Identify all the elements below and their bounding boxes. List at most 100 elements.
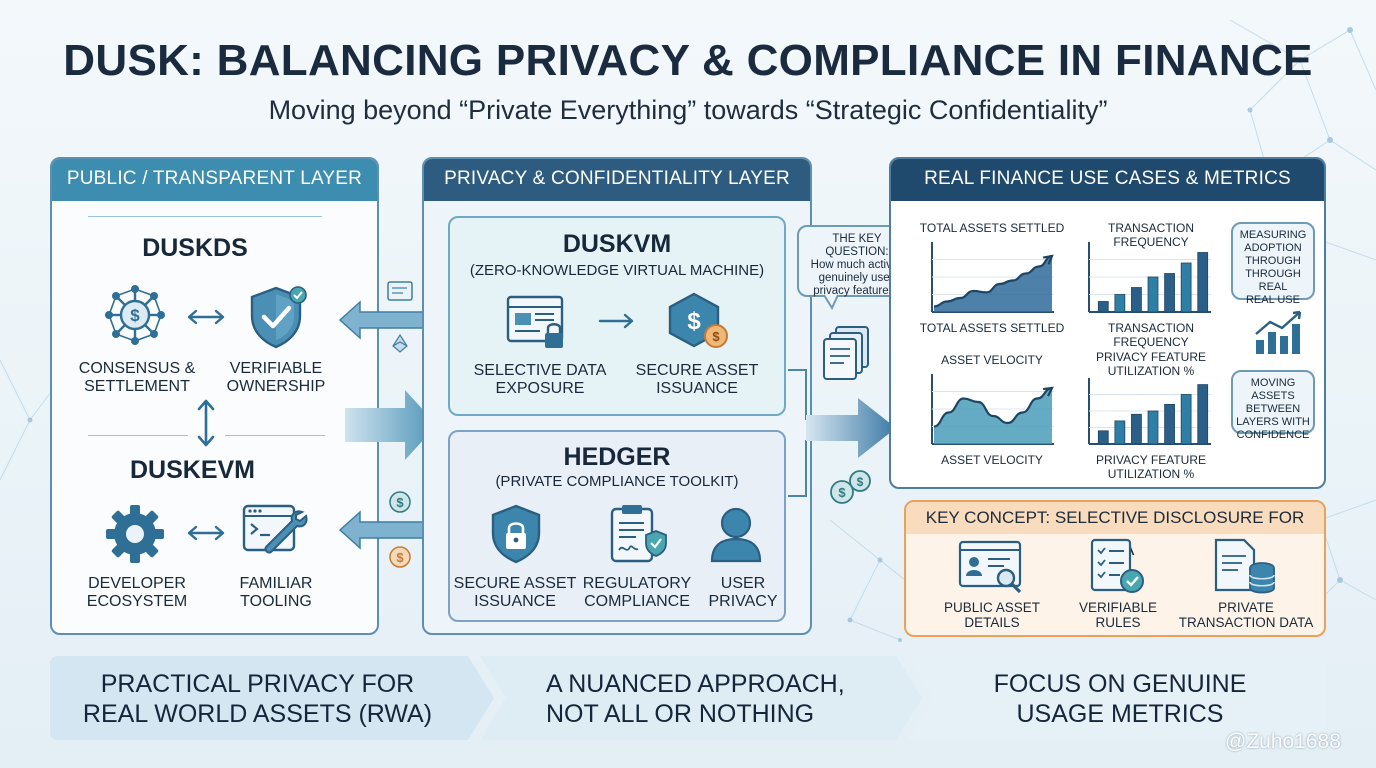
user-icon bbox=[710, 507, 762, 563]
chart-label-line: UTILIZATION % bbox=[1107, 467, 1195, 481]
verifiable-rules-label: VERIFIABLE RULES bbox=[1058, 600, 1178, 630]
label-line: SETTLEMENT bbox=[84, 378, 190, 395]
gear-icon bbox=[106, 505, 164, 563]
privacy-utilization-chart bbox=[1088, 378, 1211, 445]
finance-panel: REAL FINANCE USE CASES & METRICS bbox=[889, 157, 1326, 489]
regulatory-compliance-label: REGULATORY COMPLIANCE bbox=[574, 575, 700, 611]
document-database-icon bbox=[1214, 538, 1275, 594]
label-line: PRIVACY bbox=[708, 593, 778, 610]
svg-text:$: $ bbox=[712, 329, 720, 344]
hedger-subtitle: (PRIVATE COMPLIANCE TOOLKIT) bbox=[495, 473, 739, 490]
divider bbox=[88, 216, 322, 217]
hedger-title: HEDGER bbox=[563, 443, 671, 471]
label-line: PRIVATE bbox=[1218, 600, 1274, 615]
banner-segment-nuanced-approach: A NUANCED APPROACH, NOT ALL OR NOTHING bbox=[500, 669, 900, 729]
asset-velocity-chart bbox=[931, 374, 1054, 445]
svg-text:$: $ bbox=[130, 306, 140, 325]
page-title: DUSK: BALANCING PRIVACY & COMPLIANCE IN … bbox=[63, 36, 1313, 85]
callout-tail bbox=[823, 294, 839, 311]
callout-line: CONFIDENCE bbox=[1236, 429, 1310, 441]
divider bbox=[88, 435, 188, 436]
verifiable-ownership-label: VERIFIABLE OWNERSHIP bbox=[211, 360, 341, 396]
chart-bar bbox=[1097, 301, 1109, 313]
label-line: FAMILIAR bbox=[239, 575, 313, 592]
vertical-bidirectional-arrow-icon bbox=[197, 399, 215, 447]
chart-bar bbox=[1097, 430, 1109, 445]
duskvm-title: DUSKVM bbox=[562, 230, 672, 258]
key-question-heading: THE KEY QUESTION: bbox=[825, 233, 889, 258]
secure-asset-issuance-label: SECURE ASSET ISSUANCE bbox=[622, 362, 772, 398]
chart-bar bbox=[1131, 287, 1142, 313]
label-line: EXPOSURE bbox=[495, 380, 585, 397]
privacy-layer-header: PRIVACY & CONFIDENTIALITY LAYER bbox=[424, 159, 810, 201]
private-transaction-data-label: PRIVATE TRANSACTION DATA bbox=[1172, 600, 1320, 630]
chart-bar bbox=[1114, 420, 1126, 445]
developer-ecosystem-label: DEVELOPER ECOSYSTEM bbox=[72, 575, 202, 611]
chart-bar bbox=[1164, 273, 1175, 313]
shield-lock-icon bbox=[491, 504, 541, 564]
page-subtitle: Moving beyond “Private Everything” towar… bbox=[268, 95, 1108, 125]
svg-text:$: $ bbox=[396, 550, 404, 565]
finance-panel-header: REAL FINANCE USE CASES & METRICS bbox=[891, 159, 1324, 201]
chart-bar bbox=[1164, 403, 1175, 445]
secure-asset-issuance-label: SECURE ASSET ISSUANCE bbox=[446, 575, 584, 611]
banner-line: A NUANCED APPROACH, bbox=[546, 670, 845, 698]
svg-text:$: $ bbox=[687, 308, 701, 335]
svg-text:$: $ bbox=[857, 475, 864, 489]
banner-line: PRACTICAL PRIVACY FOR bbox=[100, 670, 415, 698]
label-line: REGULATORY bbox=[582, 575, 692, 592]
key-question-line: How much activity bbox=[810, 259, 904, 271]
label-line: PUBLIC ASSET bbox=[943, 600, 1041, 615]
label-line: ISSUANCE bbox=[656, 380, 738, 397]
label-line: OWNERSHIP bbox=[226, 378, 326, 395]
consensus-settlement-label: CONSENSUS & SETTLEMENT bbox=[72, 360, 202, 396]
moving-assets-callout: MOVING ASSETS BETWEEN LAYERS WITH CONFID… bbox=[1231, 370, 1315, 441]
chart-bar bbox=[1147, 410, 1159, 445]
chart-bar bbox=[1180, 262, 1192, 313]
code-window-wrench-icon bbox=[242, 504, 308, 554]
consensus-network-icon: $ bbox=[105, 285, 165, 345]
documents-stack-icon bbox=[823, 326, 869, 380]
chart-label-line: PRIVACY FEATURE bbox=[1095, 453, 1207, 467]
callout-line: ADOPTION bbox=[1244, 242, 1302, 254]
callout-line: MEASURING bbox=[1239, 229, 1307, 241]
duskevm-title: DUSKEVM bbox=[129, 456, 255, 484]
label-line: SECURE ASSET bbox=[453, 575, 577, 592]
svg-text:$: $ bbox=[838, 485, 846, 500]
label-line: TOOLING bbox=[240, 593, 312, 610]
clipboard-check-icon bbox=[610, 505, 667, 563]
chart-2-bottom-label: TRANSACTION FREQUENCY bbox=[1107, 321, 1194, 349]
label-line: VERIFIABLE bbox=[1078, 600, 1158, 615]
duskds-title: DUSKDS bbox=[142, 234, 248, 262]
bidirectional-arrow-icon bbox=[187, 525, 225, 541]
chart-4-bottom-label: PRIVACY FEATURE UTILIZATION % bbox=[1072, 453, 1230, 481]
coins-icon: $ $ bbox=[830, 470, 871, 504]
label-line: SECURE ASSET bbox=[635, 362, 759, 379]
banner-line: NOT ALL OR NOTHING bbox=[546, 700, 815, 728]
public-asset-details-label: PUBLIC ASSET DETAILS bbox=[930, 600, 1054, 630]
key-concept-panel: KEY CONCEPT: SELECTIVE DISCLOSURE FOR RW… bbox=[904, 500, 1326, 637]
label-line: CONSENSUS & bbox=[78, 360, 196, 377]
key-question-line: genuinely uses bbox=[818, 272, 896, 284]
hexagon-coin-icon: $ $ bbox=[668, 292, 728, 348]
svg-text:$: $ bbox=[396, 495, 404, 510]
divider bbox=[225, 435, 325, 436]
chart-area bbox=[934, 256, 1052, 312]
callout-line: THROUGH REAL bbox=[1245, 268, 1301, 293]
chart-label-line: PRIVACY FEATURE bbox=[1095, 350, 1207, 364]
label-line: TRANSACTION DATA bbox=[1178, 615, 1314, 630]
chart-3-bottom-label: ASSET VELOCITY bbox=[941, 453, 1043, 467]
label-line: COMPLIANCE bbox=[584, 593, 690, 610]
chart-line bbox=[933, 386, 1053, 428]
chart-bar bbox=[1180, 394, 1192, 445]
label-line: RULES bbox=[1095, 615, 1141, 630]
callout-line: LAYERS WITH bbox=[1236, 416, 1310, 428]
chart-bar bbox=[1114, 294, 1126, 313]
chart-arrowhead bbox=[1042, 386, 1054, 397]
label-line: VERIFIABLE bbox=[229, 360, 323, 377]
banner-line: REAL WORLD ASSETS (RWA) bbox=[82, 700, 433, 728]
privacy-to-finance-connector bbox=[788, 369, 896, 497]
watermark: @Zuho1688 bbox=[1225, 730, 1341, 753]
label-line: ISSUANCE bbox=[474, 593, 556, 610]
duskvm-subtitle: (ZERO-KNOWLEDGE VIRTUAL MACHINE) bbox=[469, 262, 765, 279]
